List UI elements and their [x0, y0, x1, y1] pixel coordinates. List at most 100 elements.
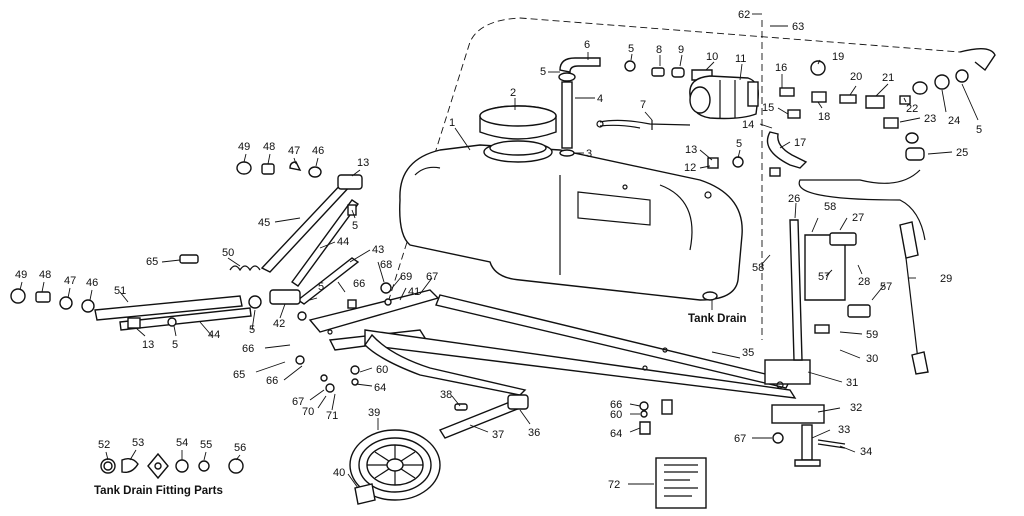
callout-67: 67	[292, 396, 304, 408]
callout-30: 30	[866, 353, 878, 365]
callout-69: 69	[400, 271, 412, 283]
spray-hose	[798, 169, 926, 241]
callout-66: 66	[353, 278, 365, 290]
callout-46: 46	[86, 277, 98, 289]
pump-motor	[689, 75, 759, 120]
callout-5: 5	[249, 324, 255, 336]
callout-11: 11	[735, 53, 746, 65]
callout-53: 53	[132, 437, 144, 449]
suction-tube	[558, 72, 576, 157]
callout-32: 32	[850, 402, 862, 414]
callout-62: 62	[738, 9, 750, 21]
stand-assembly	[789, 219, 871, 467]
callout-66: 66	[610, 399, 622, 411]
callout-46: 46	[312, 145, 324, 157]
callout-57: 57	[880, 281, 892, 293]
boom-assembly	[94, 174, 363, 331]
callout-67: 67	[734, 433, 746, 445]
nozzle-group-lower	[10, 288, 177, 329]
callout-5: 5	[976, 124, 982, 136]
callout-5: 5	[540, 66, 546, 78]
callout-5: 5	[172, 339, 178, 351]
callout-25: 25	[956, 147, 968, 159]
callout-63: 63	[792, 21, 804, 33]
dashed-routing-lines	[384, 17, 961, 340]
callout-58: 58	[752, 262, 764, 274]
callout-37: 37	[492, 429, 504, 441]
callout-49: 49	[238, 141, 250, 153]
callout-15: 15	[762, 102, 774, 114]
callout-labels: 1 2 3 4 5 6 5 7 8 9 10 11 62 63 16 19 20…	[15, 9, 982, 491]
hose-fittings-right	[779, 47, 996, 161]
callout-5: 5	[736, 138, 742, 150]
callout-50: 50	[222, 247, 234, 259]
callout-41: 41	[408, 286, 420, 298]
callout-58: 58	[824, 201, 836, 213]
spray-wand	[899, 221, 929, 375]
tank-drain-fitting	[702, 291, 718, 301]
callout-54: 54	[176, 437, 188, 449]
callout-64: 64	[374, 382, 386, 394]
callout-72: 72	[608, 479, 620, 491]
callout-8: 8	[656, 44, 662, 56]
callout-42: 42	[273, 318, 285, 330]
callout-40: 40	[333, 467, 345, 479]
callout-35: 35	[742, 347, 754, 359]
callout-68: 68	[380, 259, 392, 271]
callout-6: 6	[584, 39, 590, 51]
tank-drain-fitting-parts	[100, 452, 244, 480]
callout-59: 59	[866, 329, 878, 341]
hardware-washers	[295, 282, 784, 444]
callout-48: 48	[263, 141, 275, 153]
callout-20: 20	[850, 71, 862, 83]
callout-12: 12	[684, 162, 696, 174]
callout-33: 33	[838, 424, 850, 436]
tank-drain-fitting-parts-caption: Tank Drain Fitting Parts	[94, 485, 223, 497]
callout-22: 22	[906, 103, 918, 115]
hose-fittings-top	[624, 60, 713, 81]
tank	[399, 140, 743, 301]
callout-10: 10	[706, 51, 718, 63]
callout-39: 39	[368, 407, 380, 419]
callout-48: 48	[39, 269, 51, 281]
callout-66: 66	[266, 375, 278, 387]
callout-2: 2	[510, 87, 516, 99]
callout-21: 21	[882, 72, 894, 84]
fittings-near-tank	[707, 156, 781, 177]
callout-24: 24	[948, 115, 960, 127]
callout-60: 60	[610, 409, 622, 421]
callout-27: 27	[852, 212, 864, 224]
callout-19: 19	[832, 51, 844, 63]
callout-5: 5	[628, 43, 634, 55]
callout-23: 23	[924, 113, 936, 125]
callout-65: 65	[146, 256, 158, 268]
callout-36: 36	[528, 427, 540, 439]
callout-18: 18	[818, 111, 830, 123]
callout-5: 5	[352, 220, 358, 232]
callout-44: 44	[337, 236, 349, 248]
owners-manual	[655, 457, 707, 509]
elbow-fitting	[559, 57, 601, 73]
trailer-frame	[308, 289, 825, 424]
callout-56: 56	[234, 442, 246, 454]
callout-17: 17	[794, 137, 806, 149]
callout-71: 71	[326, 410, 338, 422]
hose	[766, 131, 808, 169]
axle	[438, 394, 529, 439]
callout-70: 70	[302, 406, 314, 418]
callout-16: 16	[775, 62, 787, 74]
callout-49: 49	[15, 269, 27, 281]
callout-47: 47	[288, 145, 300, 157]
callout-13: 13	[357, 157, 369, 169]
callout-3: 3	[586, 148, 592, 160]
callout-67: 67	[426, 271, 438, 283]
callout-65: 65	[233, 369, 245, 381]
callout-29: 29	[940, 273, 952, 285]
callout-66: 66	[242, 343, 254, 355]
callout-57: 57	[818, 271, 830, 283]
callout-55: 55	[200, 439, 212, 451]
callout-28: 28	[858, 276, 870, 288]
callout-leaders	[19, 13, 979, 489]
callout-45: 45	[258, 217, 270, 229]
